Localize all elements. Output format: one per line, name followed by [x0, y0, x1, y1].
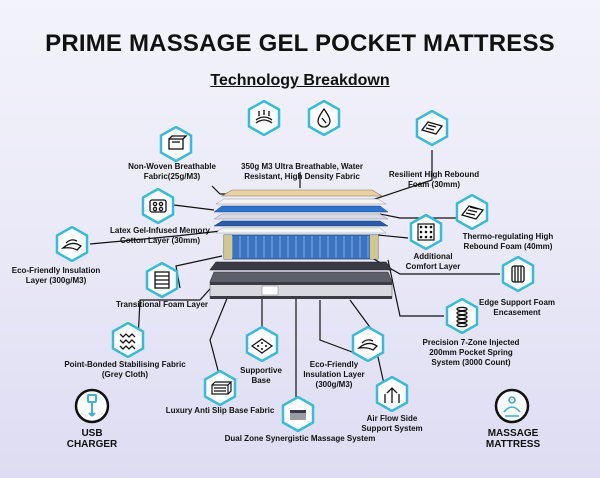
- anti-slip-base-icon: [203, 370, 237, 406]
- comfort-layer-icon: [409, 214, 443, 250]
- massage-person-icon: [494, 388, 530, 424]
- pocket-spring-icon: [445, 298, 479, 334]
- label-supportive: Supportive Base: [240, 366, 282, 385]
- eco-insulation-mid-icon: [351, 326, 385, 362]
- airflow-icon: [375, 376, 409, 412]
- page-subtitle: Technology Breakdown: [210, 72, 390, 89]
- label-point-bonded: Point-Bonded Stabilising Fabric (Grey Cl…: [64, 360, 186, 379]
- resilient-foam-icon: [415, 110, 449, 146]
- eco-insulation-icon: [55, 226, 89, 262]
- label-luxury: Luxury Anti Slip Base Fabric: [165, 406, 275, 415]
- massage-mattress-label: MASSAGE MATTRESS: [485, 428, 541, 450]
- edge-support-icon: [501, 256, 535, 292]
- usb-icon: [74, 388, 110, 424]
- massage-system-icon: [281, 396, 315, 432]
- label-eco-left: Eco-Friendly Insulation Layer (300g/M3): [11, 266, 101, 285]
- non-woven-fabric-icon: [159, 126, 193, 162]
- label-precision: Precision 7-Zone Injected 200mm Pocket S…: [422, 338, 520, 367]
- usb-charger-label: USB CHARGER: [66, 428, 118, 450]
- page-title: PRIME MASSAGE GEL POCKET MATTRESS: [45, 30, 555, 57]
- transitional-foam-icon: [145, 262, 179, 298]
- thermo-foam-icon: [455, 194, 489, 230]
- latex-gel-icon: [141, 188, 175, 224]
- supportive-base-icon: [245, 326, 279, 362]
- label-edge: Edge Support Foam Encasement: [479, 298, 555, 317]
- water-drop-icon: [307, 100, 341, 136]
- fabric-layers-icon: [247, 100, 281, 136]
- label-transitional: Transitional Foam Layer: [115, 300, 209, 309]
- label-non-woven: Non-Woven Breathable Fabric(25g/M3): [128, 162, 216, 181]
- label-top-fabric: 350g M3 Ultra Breathable, Water Resistan…: [241, 162, 363, 181]
- label-latex: Latex Gel-Infused Memory Cotton Layer (3…: [109, 226, 211, 245]
- label-thermo: Thermo-regulating High Rebound Foam (40m…: [462, 232, 554, 251]
- mattress-layers: [209, 189, 393, 299]
- stabilising-fabric-icon: [111, 322, 145, 358]
- label-airflow: Air Flow Side Support System: [361, 414, 423, 433]
- label-eco-mid: Eco-Friendly Insulation Layer (300g/M3): [303, 360, 365, 389]
- label-additional: Additional Comfort Layer: [405, 252, 461, 271]
- label-resilient: Resilient High Rebound Foam (30mm): [388, 170, 480, 189]
- label-dual-zone: Dual Zone Synergistic Massage System: [224, 434, 376, 443]
